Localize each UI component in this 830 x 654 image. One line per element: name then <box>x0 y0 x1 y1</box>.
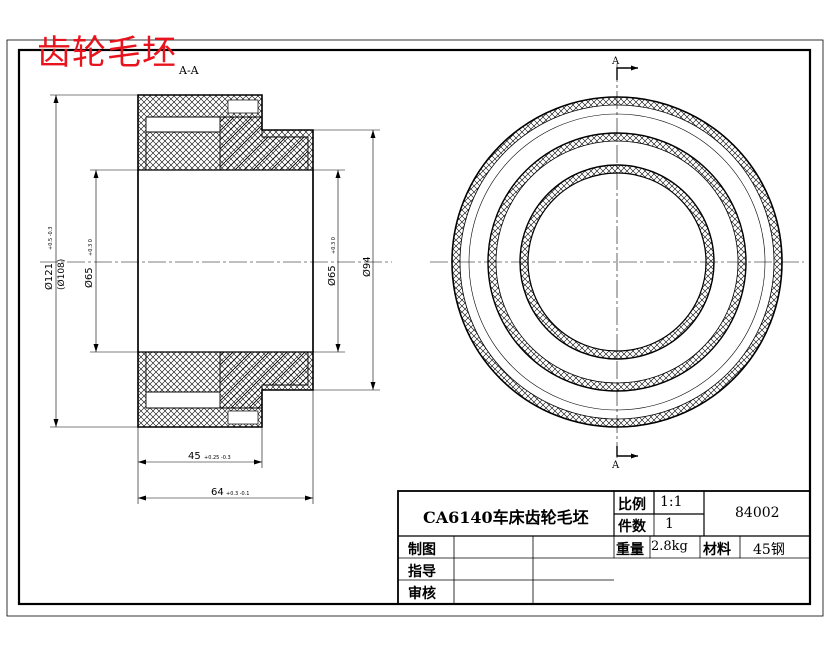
review-label: 审核 <box>408 586 436 602</box>
weight-value: 2.8kg <box>651 539 688 554</box>
dim-hub-diameter: Ø94 <box>361 256 373 277</box>
dim-bore-left-tol: +0.3 0 <box>88 239 94 256</box>
section-marker-top: A <box>611 56 620 67</box>
dim-length-total-tol: +0.3 -0.1 <box>226 491 250 497</box>
end-view: A A <box>430 56 804 471</box>
dim-outer-diameter-tol: +0.5 -0.3 <box>48 227 54 251</box>
section-marker-bottom: A <box>611 460 620 471</box>
dim-length-inner-tol: +0.25 -0.3 <box>204 455 231 461</box>
scale-value: 1:1 <box>660 494 683 510</box>
drawn-label: 制图 <box>408 542 436 558</box>
dim-length-total: 64 <box>211 487 224 498</box>
hub-diagonal-hatch <box>220 117 308 408</box>
section-label: A-A <box>179 64 199 77</box>
dim-outer-diameter: Ø121 <box>43 263 55 290</box>
count-value: 1 <box>665 516 674 532</box>
scale-label: 比例 <box>618 497 646 513</box>
weight-label: 重量 <box>616 542 644 558</box>
dim-bore-right: Ø65 <box>326 265 338 286</box>
part-name: CA6140车床齿轮毛坯 <box>423 508 589 527</box>
dim-bore-left: Ø65 <box>83 267 95 288</box>
dim-bore-right-tol: +0.3 0 <box>331 237 337 254</box>
drawing-number: 84002 <box>735 505 780 521</box>
material-value: 45钢 <box>753 542 785 558</box>
material-label: 材料 <box>703 542 731 558</box>
sheet-outer-border <box>6 39 824 617</box>
drawing-title-red: 齿轮毛坯 <box>37 33 177 73</box>
count-label: 件数 <box>618 519 646 535</box>
section-view: Ø121 +0.5 -0.3 (Ø108) Ø65 +0.3 0 Ø65 +0.… <box>40 94 392 504</box>
guide-label: 指导 <box>408 564 436 580</box>
dim-ring-note: (Ø108) <box>56 259 67 290</box>
dim-length-inner: 45 <box>188 451 201 462</box>
title-block-frame <box>397 490 811 605</box>
